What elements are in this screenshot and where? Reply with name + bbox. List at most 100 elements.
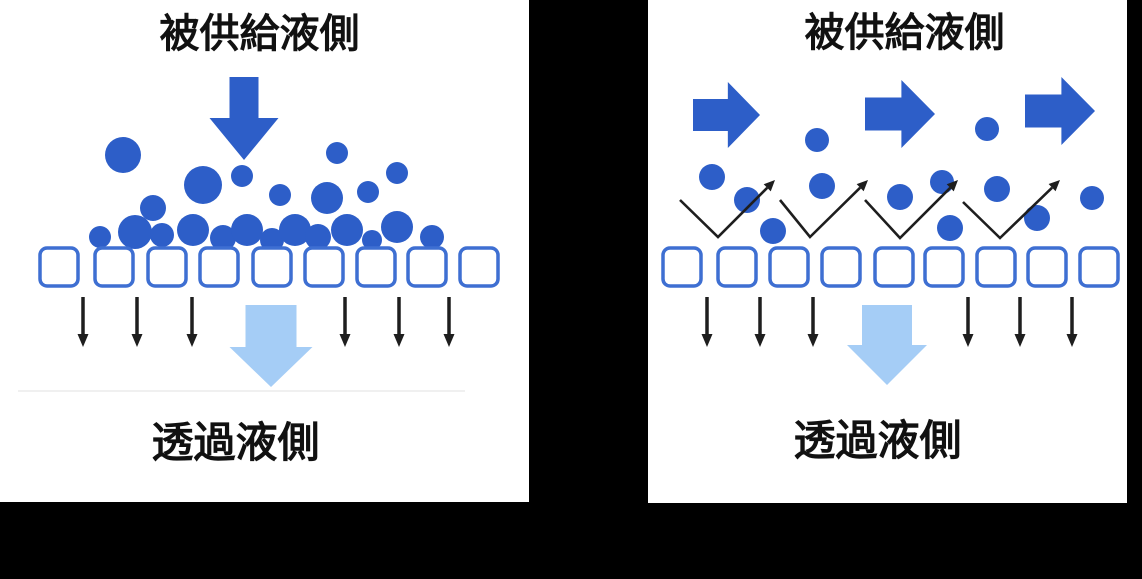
particle-circle (937, 215, 963, 241)
permeate-small-down-arrow-icon (443, 297, 455, 347)
membrane-pore-square (93, 246, 135, 288)
particle-circle (140, 195, 166, 221)
permeate-small-down-arrow-icon (339, 297, 351, 347)
permeate-small-down-arrow-icon (131, 297, 143, 347)
arrow-head (339, 334, 351, 347)
arrow-head (701, 334, 713, 347)
particle-circle (311, 182, 343, 214)
membrane-pore-square (923, 246, 965, 288)
particle-circle (975, 117, 999, 141)
particle-bounce-arrow-icon (679, 180, 775, 239)
particle-circle (805, 128, 829, 152)
deposited-particle-circle (305, 224, 331, 250)
membrane-pore-square (303, 246, 345, 288)
membrane-pore-square (1026, 246, 1068, 288)
cross-flow-filtration-panel: 被供給液側 透過液側 (648, 0, 1127, 503)
particle-circle (386, 162, 408, 184)
arrow-head (754, 334, 766, 347)
dead-end-diagram (18, 77, 500, 392)
zigzag-line (962, 186, 1053, 240)
membrane-pore-square (146, 246, 188, 288)
particle-circle (887, 184, 913, 210)
deposited-particle-circle (331, 214, 363, 246)
cross-flow-diagram (661, 77, 1120, 385)
membrane-pore-square (355, 246, 397, 288)
particle-circle (734, 187, 760, 213)
arrow-head (393, 334, 405, 347)
particle-circle (231, 165, 253, 187)
permeate-small-down-arrow-icon (962, 297, 974, 347)
deposited-particle-circle (210, 225, 236, 251)
deposited-particle-circle (381, 211, 413, 243)
arrow-head (1014, 334, 1026, 347)
feed-side-label: 被供給液側 (804, 11, 1005, 55)
permeate-flow-down-arrow-icon (847, 305, 927, 385)
membrane-pore-square (198, 246, 240, 288)
particle-circle (984, 176, 1010, 202)
particle-circle (105, 137, 141, 173)
deposited-particle-circle (118, 215, 152, 249)
membrane-pore-square (251, 246, 293, 288)
feed-flow-down-arrow-icon (209, 77, 279, 160)
membrane-pore-square (716, 246, 758, 288)
permeate-small-down-arrow-icon (77, 297, 89, 347)
permeate-small-down-arrow-icon (393, 297, 405, 347)
feed-side-label: 被供給液側 (159, 12, 360, 56)
particle-circle (1024, 205, 1050, 231)
deposited-particle-circle (279, 214, 311, 246)
particle-circle (184, 166, 222, 204)
crossflow-right-arrow-icon (1025, 77, 1095, 145)
permeate-small-down-arrow-icon (754, 297, 766, 347)
deposited-particle-circle (362, 230, 382, 250)
permeate-small-down-arrow-icon (701, 297, 713, 347)
zigzag-line (778, 186, 862, 239)
zigzag-arrowhead (856, 180, 868, 192)
permeate-small-down-arrow-icon (1066, 297, 1078, 347)
particle-circle (269, 184, 291, 206)
particle-bounce-arrow-icon (962, 180, 1060, 240)
deposited-particle-circle (150, 223, 174, 247)
arrow-head (1066, 334, 1078, 347)
zigzag-arrowhead (1048, 180, 1060, 192)
particle-circle (357, 181, 379, 203)
permeate-small-down-arrow-icon (186, 297, 198, 347)
deposited-particle-circle (260, 228, 284, 252)
permeate-side-label: 透過液側 (793, 417, 962, 464)
permeate-small-down-arrow-icon (1014, 297, 1026, 347)
deposited-particle-circle (420, 225, 444, 249)
particle-circle (809, 173, 835, 199)
particle-circle (1080, 186, 1104, 210)
permeate-small-down-arrow-icon (807, 297, 819, 347)
membrane-pore-square (768, 246, 810, 288)
particle-circle (930, 170, 954, 194)
membrane-pore-square (661, 246, 703, 288)
deposited-particle-circle (177, 214, 209, 246)
membrane-pore-square (975, 246, 1017, 288)
arrow-head (77, 334, 89, 347)
permeate-flow-down-arrow-icon (229, 305, 313, 387)
membrane-pore-square (1078, 246, 1120, 288)
arrow-head (807, 334, 819, 347)
particle-bounce-arrow-icon (864, 180, 958, 240)
crossflow-right-arrow-icon (693, 82, 760, 148)
dead-end-filtration-panel: 被供給液側 透過液側 (0, 0, 529, 502)
arrow-head (962, 334, 974, 347)
arrow-head (443, 334, 455, 347)
particle-circle (326, 142, 348, 164)
zigzag-line (679, 186, 769, 239)
particle-bounce-arrow-icon (778, 180, 868, 239)
permeate-side-label: 透過液側 (151, 419, 320, 466)
zigzag-arrowhead (763, 180, 775, 192)
arrow-head (186, 334, 198, 347)
deposited-particle-circle (89, 226, 111, 248)
crossflow-right-arrow-icon (865, 80, 935, 148)
zigzag-line (864, 186, 952, 240)
deposited-particle-circle (231, 214, 263, 246)
membrane-pore-square (458, 246, 500, 288)
membrane-pore-square (406, 246, 448, 288)
arrow-head (131, 334, 143, 347)
membrane-pore-square (873, 246, 915, 288)
membrane-pore-square (820, 246, 862, 288)
particle-circle (760, 218, 786, 244)
particle-circle (699, 164, 725, 190)
